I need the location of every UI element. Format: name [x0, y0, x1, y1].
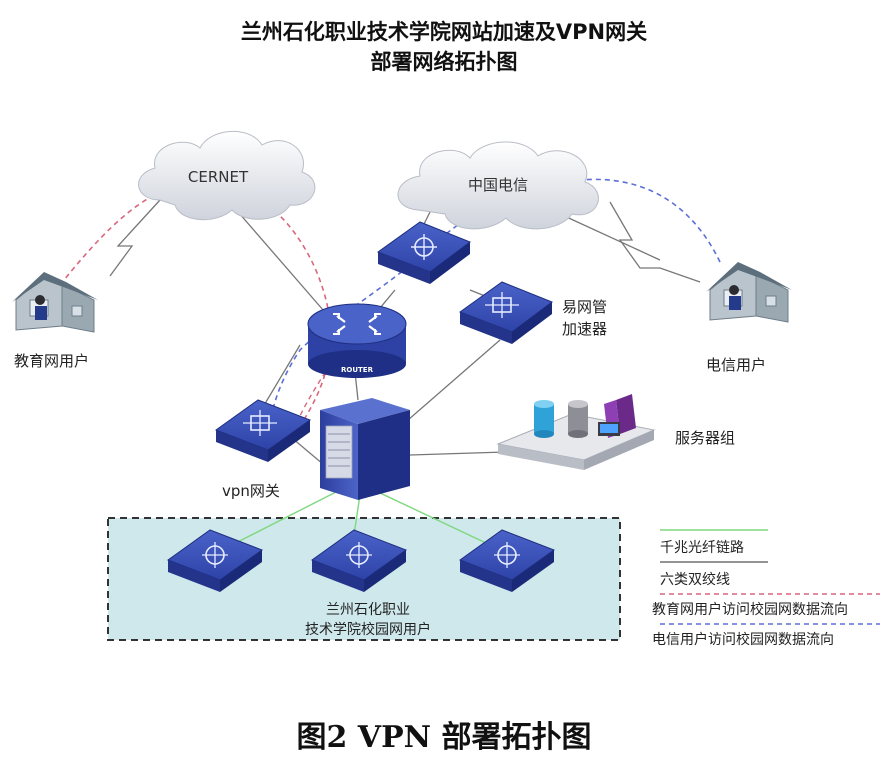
legend-label-telecom-flow: 电信用户访问校园网数据流向: [652, 631, 834, 648]
diagram-title-line1: 兰州石化职业技术学院网站加速及VPN网关: [240, 20, 648, 44]
telecom-flow-path: [267, 178, 721, 441]
topology-diagram: CERNET 中国电信 易网管 加速器 ROUTER v: [12, 131, 880, 648]
telecom-cloud: 中国电信: [397, 141, 599, 230]
accelerator-label-2: 加速器: [562, 320, 607, 338]
telecom-label: 中国电信: [468, 176, 528, 194]
accelerator-label-1: 易网管: [562, 298, 607, 316]
figure-caption: 图2 VPN 部署拓扑图: [296, 720, 592, 755]
firewall-tower: [320, 398, 410, 500]
router-badge: ROUTER: [341, 366, 374, 374]
campus-switch-2: [310, 529, 408, 592]
vpn-gateway-label: vpn网关: [222, 482, 280, 500]
router: ROUTER: [307, 303, 407, 378]
diagram-title-line2: 部署网络拓扑图: [370, 50, 518, 74]
campus-label-2: 技术学院校园网用户: [305, 621, 431, 638]
server-group-label: 服务器组: [675, 429, 735, 447]
campus-label-1: 兰州石化职业: [326, 602, 410, 618]
cernet-cloud: CERNET: [138, 131, 316, 221]
campus-switch-3: [458, 529, 556, 592]
legend-label-edu-flow: 教育网用户访问校园网数据流向: [652, 601, 848, 618]
edu-flow-path: [59, 181, 332, 441]
campus-switch-1: [166, 529, 264, 592]
telecom-user-house: [706, 262, 792, 323]
legend: 千兆光纤链路 六类双绞线 教育网用户访问校园网数据流向 电信用户访问校园网数据流…: [652, 529, 880, 648]
legend-label-twisted: 六类双绞线: [660, 571, 730, 588]
cernet-label: CERNET: [188, 168, 249, 186]
telecom-user-label: 电信用户: [706, 356, 766, 374]
legend-label-fiber: 千兆光纤链路: [660, 540, 744, 556]
accelerator-device: [458, 281, 554, 344]
core-switch: [376, 221, 472, 284]
server-group: [496, 394, 656, 470]
edu-user-label: 教育网用户: [14, 352, 89, 370]
vpn-gateway-device: [214, 399, 312, 462]
edu-user-house: [12, 272, 98, 333]
